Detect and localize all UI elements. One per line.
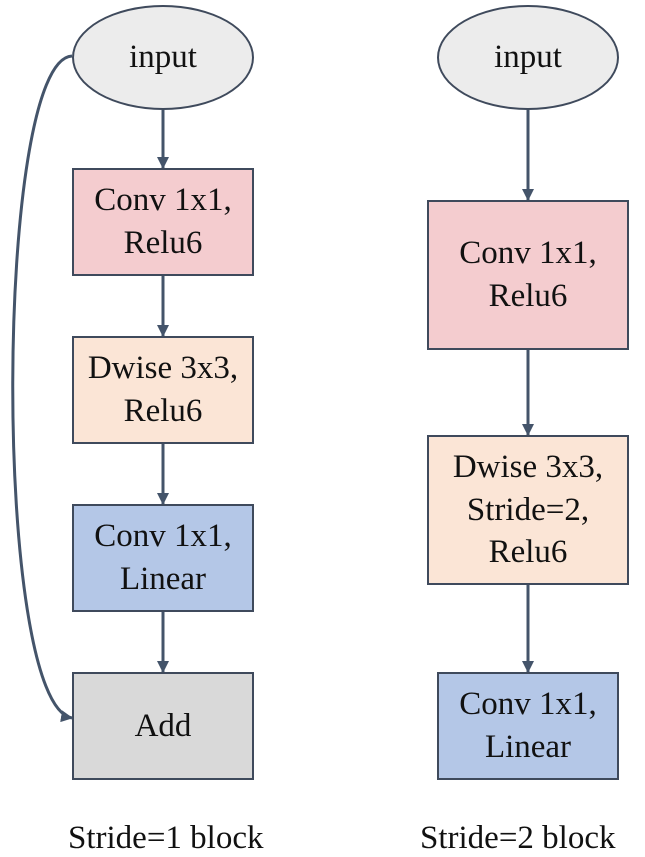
- label-line: Linear: [119, 561, 207, 597]
- left-conv1-label: Conv 1x1, Relu6: [94, 179, 232, 265]
- left-add-node: Add: [72, 672, 254, 780]
- left-dwise-label: Dwise 3x3, Relu6: [88, 347, 238, 433]
- label-line: Linear: [484, 729, 572, 765]
- right-dwise-label: Dwise 3x3, Stride=2, Relu6: [453, 446, 603, 575]
- label-line: input: [494, 39, 562, 76]
- left-input-node: input: [72, 5, 254, 110]
- label-line: Conv 1x1,: [94, 518, 232, 555]
- left-block-caption: Stride=1 block: [68, 820, 264, 856]
- right-conv1-node: Conv 1x1, Relu6: [427, 200, 629, 350]
- label-line: Relu6: [123, 393, 203, 429]
- left-add-label: Add: [135, 705, 192, 748]
- label-line: Dwise 3x3,: [87, 350, 239, 387]
- label-line: Dwise 3x3,: [452, 448, 604, 485]
- left-input-label: input: [129, 36, 197, 79]
- label-line: Add: [134, 707, 192, 744]
- right-block-caption: Stride=2 block: [420, 820, 616, 856]
- left-conv2-label: Conv 1x1, Linear: [94, 515, 232, 601]
- label-line: Relu6: [123, 225, 203, 261]
- right-dwise-node: Dwise 3x3, Stride=2, Relu6: [427, 435, 629, 585]
- left-conv2-node: Conv 1x1, Linear: [72, 504, 254, 612]
- left-dwise-node: Dwise 3x3, Relu6: [72, 336, 254, 444]
- label-line: Relu6: [488, 278, 568, 314]
- right-conv2-label: Conv 1x1, Linear: [459, 683, 597, 769]
- label-line: Stride=2,: [466, 491, 590, 528]
- right-input-node: input: [437, 5, 619, 110]
- edge-left-skip-connection: [11, 54, 73, 723]
- right-conv2-node: Conv 1x1, Linear: [437, 672, 619, 780]
- label-line: Conv 1x1,: [94, 182, 232, 219]
- label-line: Relu6: [488, 534, 568, 571]
- label-line: input: [129, 39, 197, 76]
- label-line: Conv 1x1,: [459, 235, 597, 272]
- right-conv1-label: Conv 1x1, Relu6: [459, 232, 597, 318]
- right-input-label: input: [494, 36, 562, 79]
- label-line: Conv 1x1,: [459, 686, 597, 723]
- left-conv1-node: Conv 1x1, Relu6: [72, 168, 254, 276]
